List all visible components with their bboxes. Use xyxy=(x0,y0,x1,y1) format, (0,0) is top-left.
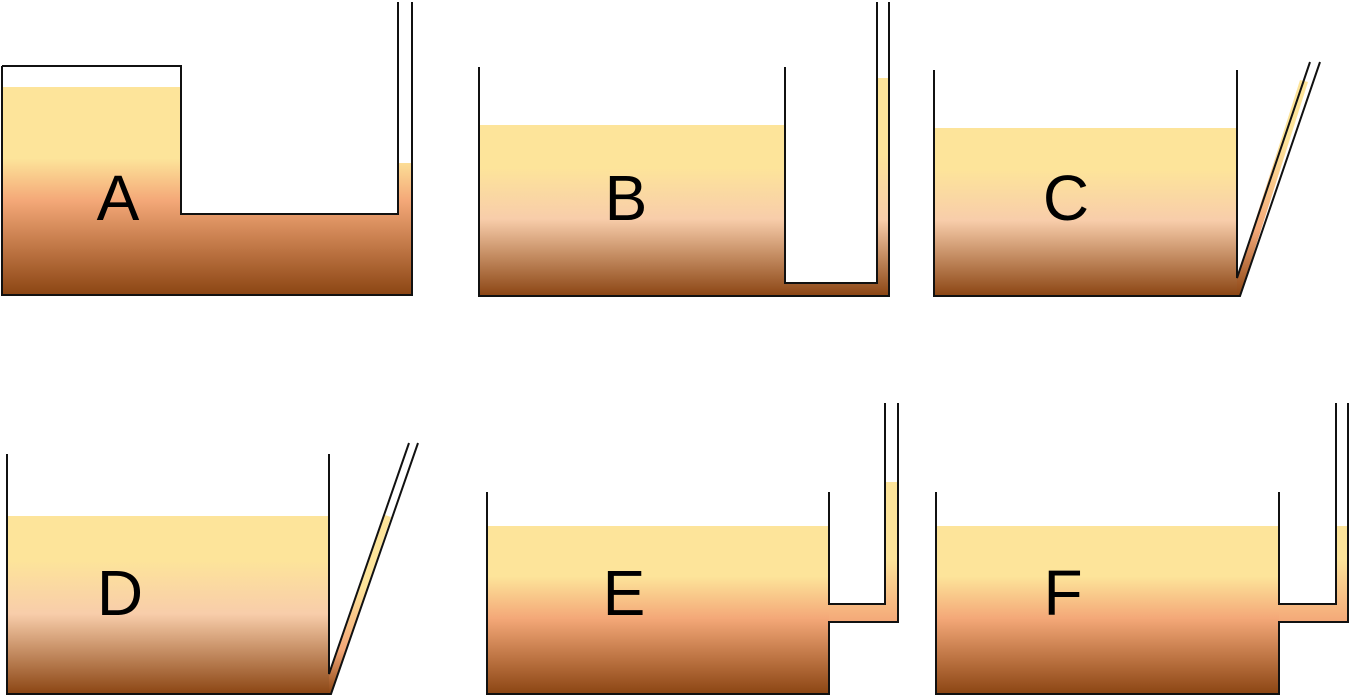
vessel-b-label: B xyxy=(605,162,648,234)
vessel-c-liquid xyxy=(934,128,1237,296)
vessel-c-wall xyxy=(933,61,1321,297)
vessel-e-label: E xyxy=(603,557,646,629)
vessel-d: D xyxy=(6,442,419,695)
vessel-e-liquid xyxy=(487,526,829,694)
vessel-f-wall xyxy=(935,403,1349,695)
vessel-e-tube-liquid xyxy=(829,482,898,622)
vessel-b: B xyxy=(478,2,890,297)
vessel-c: C xyxy=(933,61,1321,297)
vessel-d-label: D xyxy=(97,557,143,629)
vessel-f-liquid xyxy=(936,526,1279,694)
vessel-c-label: C xyxy=(1043,162,1089,234)
vessel-f-label: F xyxy=(1043,557,1082,629)
vessel-e-wall xyxy=(486,403,899,695)
vessel-a-liquid xyxy=(2,87,412,295)
vessel-e: E xyxy=(486,403,899,695)
vessel-a: A xyxy=(1,2,413,296)
vessel-b-liquid xyxy=(479,125,877,296)
vessel-b-tube-liquid xyxy=(877,78,889,296)
vessel-f: F xyxy=(935,403,1349,695)
vessel-f-tube-liquid xyxy=(1279,526,1348,622)
vessel-a-label: A xyxy=(97,162,140,234)
vessel-a-wall xyxy=(1,2,413,296)
vessel-d-wall xyxy=(6,442,419,695)
vessel-b-wall xyxy=(478,2,890,297)
vessel-d-liquid xyxy=(7,516,329,694)
vessel-c-tube-liquid xyxy=(1237,80,1308,296)
vessel-d-tube-liquid xyxy=(329,515,391,694)
